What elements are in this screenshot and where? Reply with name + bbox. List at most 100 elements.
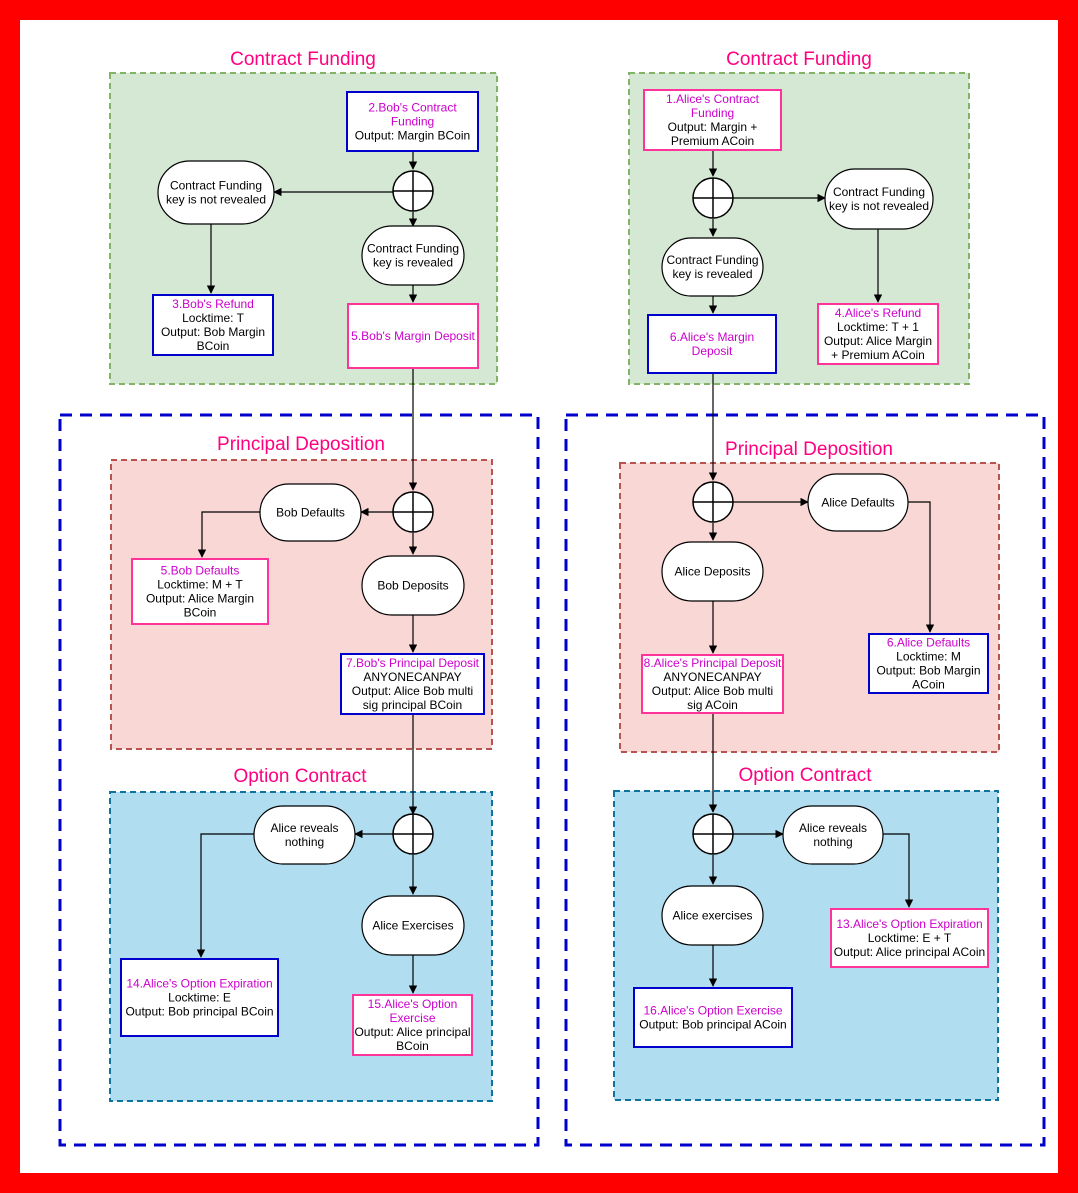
left-node-bob-defaults-label: Bob Defaults bbox=[276, 506, 345, 520]
right-node-alice-reveals-nothing-label: Alice reveals bbox=[799, 821, 867, 835]
bob-contract-funding-box-title: 2.Bob's Contract bbox=[368, 101, 457, 115]
right-node-alice-defaults: Alice Defaults bbox=[807, 473, 909, 532]
right-node-revealed-label: Contract Funding bbox=[666, 253, 758, 267]
left-node-revealed-label: key is revealed bbox=[373, 256, 453, 270]
right-node-alice-exercises: Alice exercises bbox=[661, 885, 764, 946]
left-alice-option-exercise-box-line: Output: Alice principal bbox=[354, 1025, 470, 1039]
left-alice-option-expiration-box-line: Output: Bob principal BCoin bbox=[125, 1005, 273, 1019]
bob-margin-deposit-box: 5.Bob's Margin Deposit bbox=[347, 303, 479, 369]
alice-contract-funding-box-title: Funding bbox=[691, 106, 734, 120]
left-node-not-revealed-label: Contract Funding bbox=[170, 179, 262, 193]
bob-defaults-box-line: Output: Alice Margin bbox=[146, 592, 254, 606]
right-funding-title: Contract Funding bbox=[726, 49, 872, 70]
right-alice-option-exercise-box-line: Output: Bob principal ACoin bbox=[639, 1018, 786, 1032]
alice-defaults-box-line: Locktime: M bbox=[896, 650, 961, 664]
bob-refund-box-line: Output: Bob Margin bbox=[161, 325, 265, 339]
bob-defaults-box-line: BCoin bbox=[184, 606, 217, 620]
xor-gates bbox=[392, 170, 734, 855]
right-node-not-revealed-label: key is not revealed bbox=[829, 199, 929, 213]
bob-refund-box-title: 3.Bob's Refund bbox=[172, 297, 254, 311]
alice-principal-deposit-box: 8.Alice's Principal DepositANYONECANPAYO… bbox=[641, 654, 784, 714]
right-alice-option-expiration-box-line: Output: Alice principal ACoin bbox=[834, 945, 985, 959]
left-node-alice-exercises-label: Alice Exercises bbox=[372, 919, 453, 933]
right-alice-option-expiration-box-title: 13.Alice's Option Expiration bbox=[836, 917, 982, 931]
alice-principal-deposit-box-line: ANYONECANPAY bbox=[663, 670, 761, 684]
alice-refund-box-line: Locktime: T + 1 bbox=[837, 320, 919, 334]
xor-gate-right-option bbox=[692, 813, 734, 855]
right-alice-option-expiration-box-line: Locktime: E + T bbox=[868, 931, 952, 945]
left-alice-option-expiration-box-line: Locktime: E bbox=[168, 991, 231, 1005]
left-option-title: Option Contract bbox=[233, 766, 367, 787]
left-node-bob-deposits-label: Bob Deposits bbox=[377, 579, 448, 593]
bob-principal-deposit-box: 7.Bob's Principal DepositANYONECANPAYOut… bbox=[340, 653, 485, 715]
xor-gate-left-option bbox=[392, 813, 434, 855]
left-node-alice-reveals-nothing-label: nothing bbox=[285, 835, 324, 849]
left-alice-option-exercise-box-title: 15.Alice's Option bbox=[368, 997, 458, 1011]
alice-contract-funding-box-title: 1.Alice's Contract bbox=[666, 92, 760, 106]
alice-margin-deposit-box-title: 6.Alice's Margin bbox=[670, 330, 754, 344]
alice-principal-deposit-box-line: sig ACoin bbox=[687, 698, 738, 712]
right-principal-title: Principal Deposition bbox=[725, 439, 893, 460]
bob-refund-box-line: BCoin bbox=[197, 339, 230, 353]
right-alice-option-exercise-box-title: 16.Alice's Option Exercise bbox=[643, 1004, 782, 1018]
bob-defaults-box-line: Locktime: M + T bbox=[157, 578, 243, 592]
alice-refund-box-title: 4.Alice's Refund bbox=[835, 306, 921, 320]
left-alice-option-exercise-box-line: BCoin bbox=[396, 1039, 429, 1053]
left-node-bob-defaults: Bob Defaults bbox=[259, 483, 362, 542]
right-node-revealed-label: key is revealed bbox=[672, 267, 752, 281]
left-node-alice-reveals-nothing-label: Alice reveals bbox=[270, 821, 338, 835]
right-node-alice-reveals-nothing-label: nothing bbox=[813, 835, 852, 849]
left-connectors bbox=[196, 152, 418, 994]
right-node-not-revealed-label: Contract Funding bbox=[833, 185, 925, 199]
left-alice-option-expiration-box-title: 14.Alice's Option Expiration bbox=[126, 977, 272, 991]
right-node-alice-exercises-label: Alice exercises bbox=[672, 909, 752, 923]
bob-refund-box-line: Locktime: T bbox=[182, 311, 244, 325]
xor-gate-right-funding bbox=[692, 177, 734, 219]
right-dashed-frame bbox=[564, 413, 1046, 1147]
alice-defaults-box-line: Output: Bob Margin bbox=[876, 664, 980, 678]
left-node-revealed-label: Contract Funding bbox=[367, 242, 459, 256]
xor-gate-left-funding bbox=[392, 170, 434, 212]
alice-contract-funding-box-line: Output: Margin + bbox=[668, 120, 758, 134]
bob-contract-funding-box-title: Funding bbox=[391, 115, 434, 129]
right-option-title: Option Contract bbox=[738, 765, 872, 786]
bob-principal-deposit-box-title: 7.Bob's Principal Deposit bbox=[346, 656, 480, 670]
bob-principal-deposit-box-line: sig principal BCoin bbox=[363, 698, 462, 712]
left-dashed-frame bbox=[58, 413, 540, 1147]
bob-defaults-box-title: 5.Bob Defaults bbox=[161, 564, 240, 578]
alice-principal-deposit-box-title: 8.Alice's Principal Deposit bbox=[644, 656, 782, 670]
alice-refund-box-line: Output: Alice Margin bbox=[824, 334, 932, 348]
bob-principal-deposit-box-line: Output: Alice Bob multi bbox=[352, 684, 473, 698]
alice-refund-box-line: + Premium ACoin bbox=[831, 348, 925, 362]
alice-principal-deposit-box-line: Output: Alice Bob multi bbox=[652, 684, 773, 698]
left-funding-title: Contract Funding bbox=[230, 49, 376, 70]
bob-margin-deposit-box-title: 5.Bob's Margin Deposit bbox=[351, 329, 475, 343]
alice-defaults-box-title: 6.Alice Defaults bbox=[887, 636, 970, 650]
alice-contract-funding-box-line: Premium ACoin bbox=[671, 134, 754, 148]
left-alice-option-exercise-box-title: Exercise bbox=[389, 1011, 435, 1025]
right-connectors bbox=[708, 150, 935, 987]
alice-margin-deposit-box-title: Deposit bbox=[692, 344, 733, 358]
left-node-bob-deposits: Bob Deposits bbox=[361, 555, 465, 616]
